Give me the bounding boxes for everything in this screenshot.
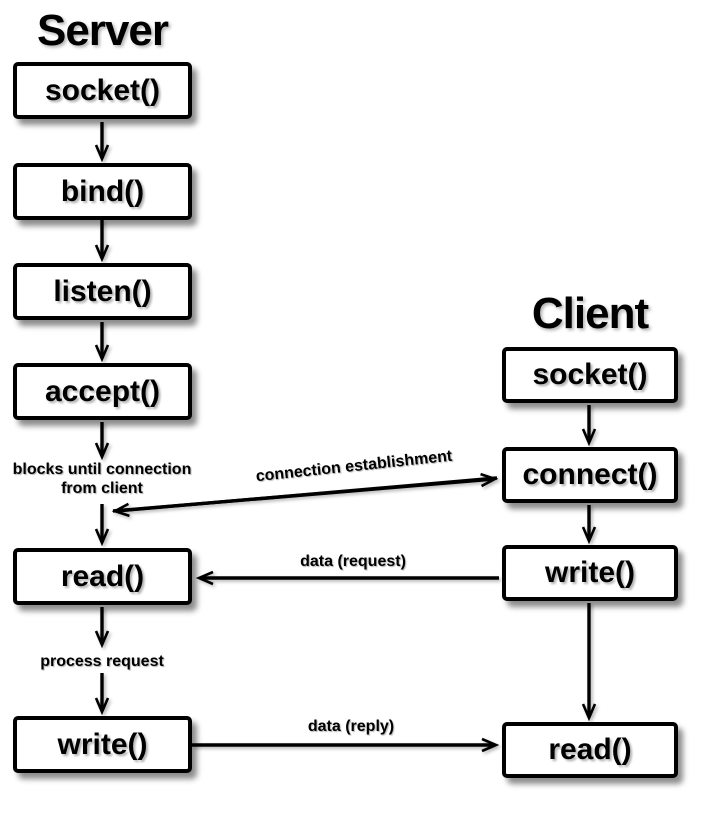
server-accept-label: accept() — [44, 374, 161, 408]
server-read-box: read() — [13, 548, 192, 605]
client-write-label: write() — [545, 556, 635, 589]
server-accept-box: accept() — [13, 363, 192, 420]
server-title: Server — [36, 6, 169, 55]
client-title: Client — [531, 289, 649, 338]
process-request-note: process request — [40, 653, 164, 670]
server-listen-label: listen() — [53, 274, 152, 308]
client-connect-box: connect() — [502, 447, 678, 503]
client-read-label: read() — [548, 733, 632, 766]
server-write-box: write() — [13, 716, 192, 773]
blocks-note-line2: from client — [61, 480, 143, 497]
server-bind-box: bind() — [13, 163, 192, 220]
blocks-note-line1: blocks until connection — [12, 461, 192, 478]
client-connect-label: connect() — [522, 458, 658, 491]
client-socket-box: socket() — [502, 347, 678, 403]
server-bind-label: bind() — [60, 174, 145, 208]
server-listen-box: listen() — [13, 263, 192, 320]
blocks-until-connection-note: blocks until connection from client — [0, 460, 212, 498]
server-read-label: read() — [60, 559, 145, 593]
server-write-label: write() — [57, 727, 148, 761]
data-reply-note: data (reply) — [307, 718, 395, 735]
client-socket-label: socket() — [532, 358, 648, 391]
arrow-connection-establishment-right — [112, 472, 499, 513]
server-socket-box: socket() — [13, 62, 192, 119]
client-read-box: read() — [502, 722, 678, 778]
data-request-note: data (request) — [300, 553, 406, 570]
server-socket-label: socket() — [44, 73, 161, 107]
client-write-box: write() — [502, 545, 678, 601]
